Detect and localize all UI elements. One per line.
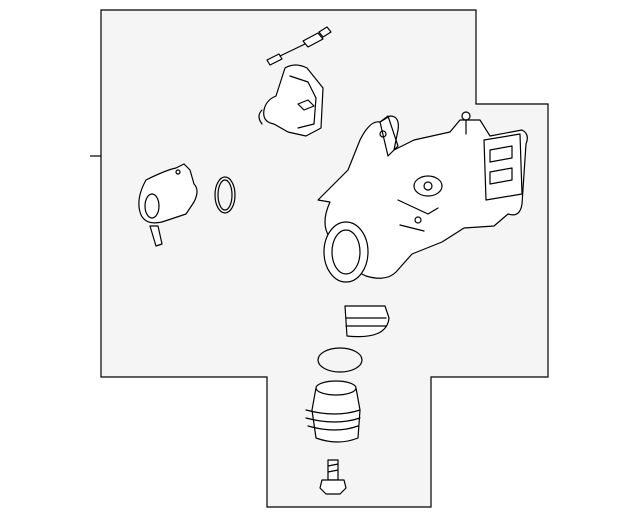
turbocharger[interactable] [317, 111, 528, 338]
fitting[interactable] [305, 380, 361, 443]
actuator[interactable] [258, 64, 324, 137]
o-ring-large[interactable] [317, 347, 363, 373]
thermostat-housing[interactable] [138, 163, 198, 247]
o-ring-small[interactable] [214, 176, 236, 214]
sensor-wire[interactable] [266, 26, 332, 66]
bolt[interactable] [319, 459, 347, 495]
